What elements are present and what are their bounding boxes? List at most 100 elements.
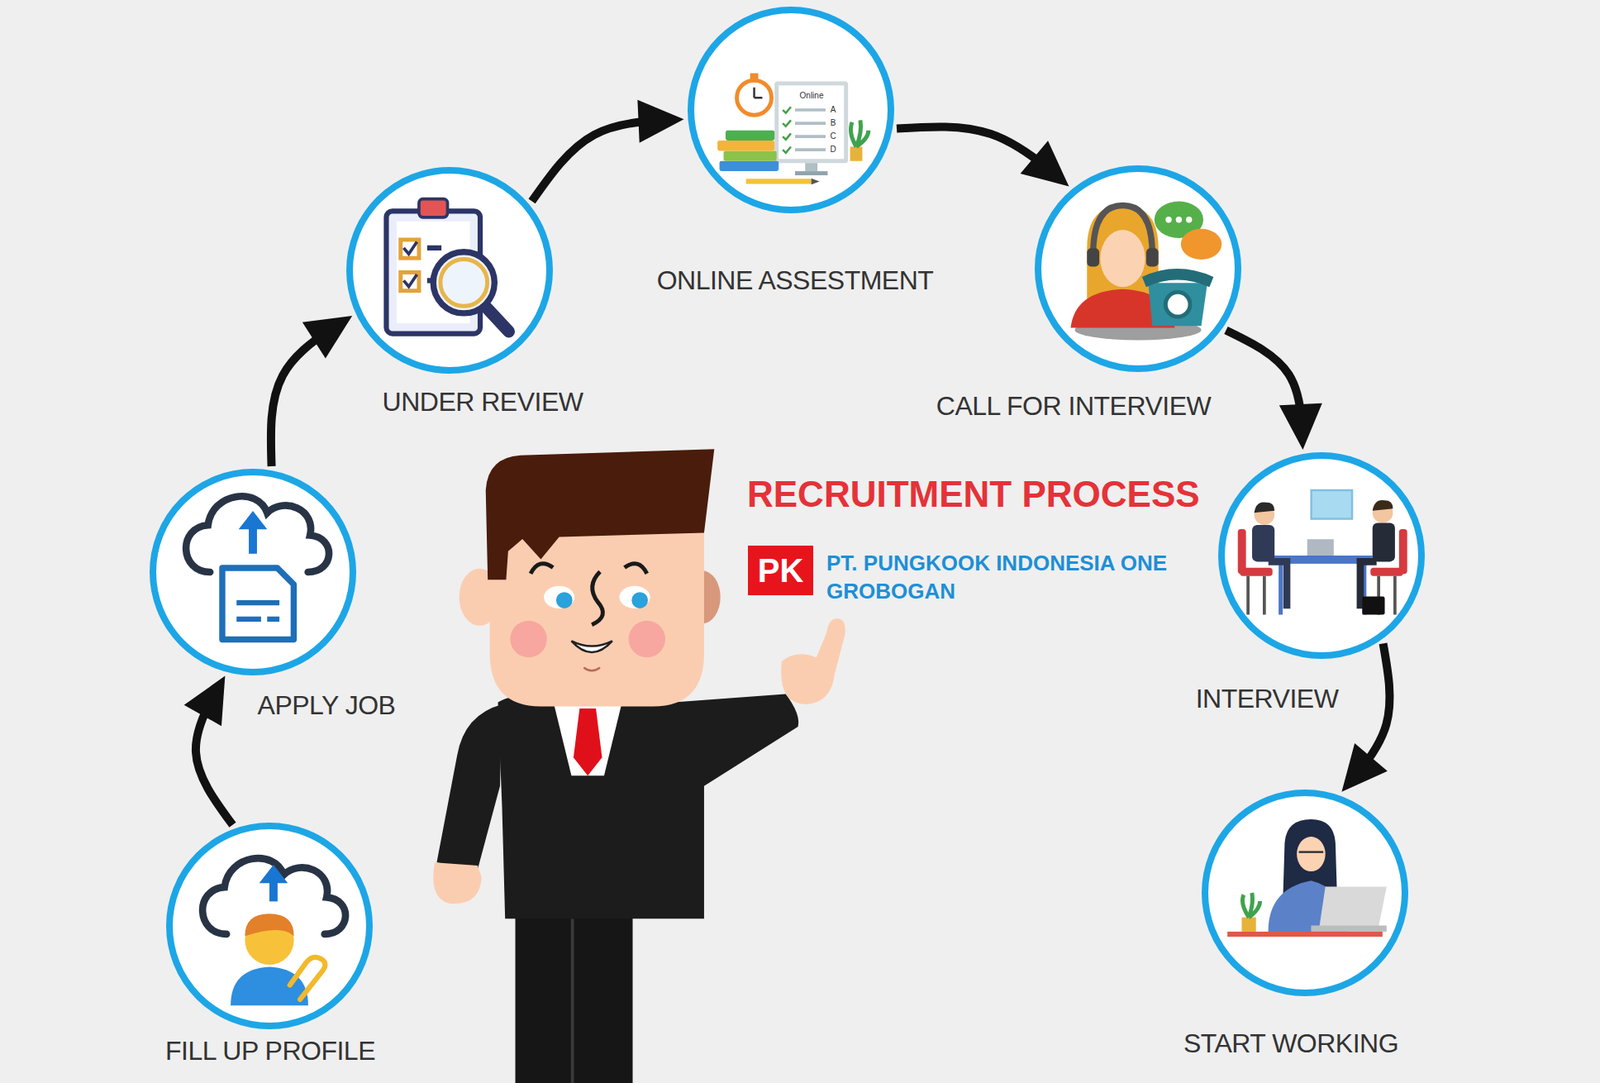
arrow-line [532,119,685,201]
step-node: CALL FOR INTERVIEW [1034,165,1242,372]
call-icon [1180,228,1222,260]
apply-icon [248,527,258,554]
assessment-icon [850,146,863,161]
profile-icon [290,957,326,1000]
icon-text: B [830,118,837,129]
presenter-figure [628,620,666,658]
working-icon [1310,925,1386,932]
interview-icon [1372,500,1394,511]
presenter-figure [433,861,482,904]
icon-text: Online [800,90,824,101]
presenter-figure [485,448,715,580]
flow-arrow [1341,642,1390,791]
icon-text: A [830,104,837,115]
arrow-line [1225,330,1303,450]
step-label: APPLY JOB [257,689,396,721]
apply-icon [236,602,280,620]
call-icon [1146,247,1159,267]
arrow-line [271,315,353,467]
interview-icon [1252,524,1275,562]
interview-icon [1268,561,1287,609]
profile-icon [269,880,278,902]
step-label: START WORKING [1183,1027,1399,1059]
assessment-icon [725,130,775,141]
icon-text: D [829,144,836,155]
presenter-figure [571,918,575,1083]
step-label: ONLINE ASSESTMENT [657,264,934,296]
circle-ground [690,9,891,210]
call-icon [1165,291,1191,317]
arrow-head [1020,140,1070,186]
step-circle [1034,165,1242,372]
working-icon [1242,892,1260,918]
assessment-icon [719,161,780,172]
step-ring [1221,455,1422,656]
step-circle [687,6,895,214]
presenter-figure [624,563,648,574]
review-icon [419,199,448,218]
flow-arrow [1225,330,1322,450]
presenter-figure [543,585,575,609]
interview-icon [1280,563,1365,615]
presenter-figure [515,898,634,1083]
call-icon [1176,216,1182,223]
assessment-icon [746,178,812,184]
assessment-icon [850,119,868,147]
interview-icon [1254,501,1276,513]
presenter-figure [433,448,845,1083]
presenter-figure [436,704,502,870]
assessment-icon [804,162,818,172]
review-icon [403,274,417,287]
assessment-icon [737,80,772,115]
presenter-figure [673,694,799,786]
arrow-head [302,315,353,359]
presenter-figure [498,691,705,919]
arrow-line [1341,642,1390,791]
interview-icon [1372,522,1396,562]
apply-icon [222,567,294,639]
working-icon [1227,931,1383,937]
presenter-figure [583,666,600,671]
assessment-icon [811,178,820,185]
interview-icon [1307,538,1334,556]
assessment-icon [778,85,844,159]
call-icon [1071,201,1223,341]
interview-icon [1399,528,1408,574]
assessment-icon [795,109,826,150]
step-ring [690,9,891,210]
step-label: FILL UP PROFILE [165,1034,376,1067]
step-node: ONLINE ASSESTMENT [687,6,895,214]
interview-icon [1238,490,1408,615]
presenter-figure [509,620,547,658]
step-node: UNDER REVIEW [346,166,553,374]
working-icon [1299,850,1324,853]
profile-icon [244,913,294,936]
assessment-icon [750,73,759,80]
assessment-icon [723,150,777,161]
arrow-head [184,676,226,727]
presenter-figure [591,571,603,624]
working-icon [1241,917,1256,932]
review-icon [400,239,420,258]
circle-ground [169,825,370,1026]
call-icon [1165,216,1172,223]
assessment-icon [717,73,869,186]
presenter-figure [490,530,705,706]
assessment-icon [717,140,775,151]
presenter-figure [780,618,846,705]
step-circle [1218,452,1425,659]
interview-icon [1361,595,1385,615]
profile-icon [202,857,346,1005]
review-icon [400,271,420,291]
review-icon [385,199,509,334]
call-icon [1100,229,1145,287]
flow-arrow [896,126,1069,186]
profile-icon [259,864,289,883]
step-node: APPLY JOB [149,468,357,676]
assessment-icon [774,80,848,163]
call-icon [1142,268,1214,287]
presenter-figure [573,708,603,776]
step-circle [166,822,373,1029]
